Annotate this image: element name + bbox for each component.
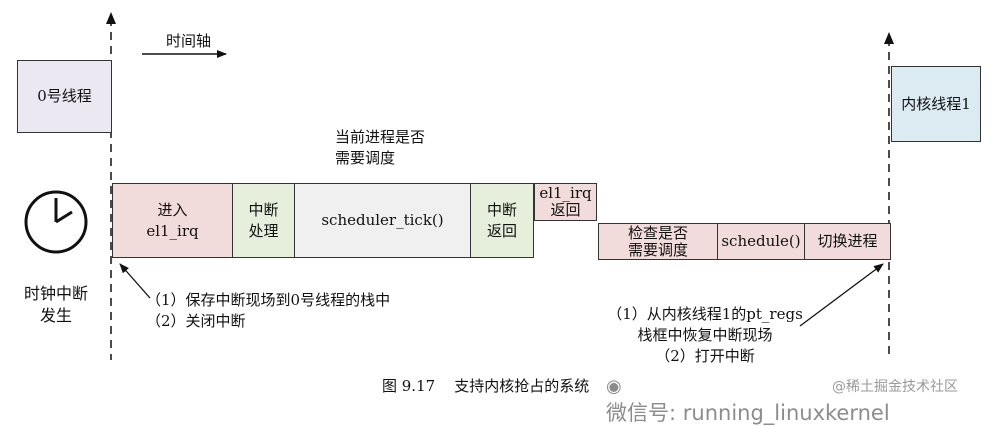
- right-note: （1）从内核线程1的pt_regs 栈框中恢复中断现场 （2）打开中断: [607, 305, 803, 365]
- handle-irq-box: 中断 处理: [232, 183, 295, 258]
- schedule-label: schedule(): [721, 232, 801, 250]
- check-schedule-label: 检查是否 需要调度: [627, 223, 688, 259]
- site-watermark: @稀土掘金技术社区: [832, 379, 958, 395]
- right-timeline-arrowhead: [884, 32, 894, 44]
- left-timeline-arrowhead: [106, 12, 116, 24]
- switch-process-box: 切换进程: [804, 223, 891, 260]
- time-axis-label: 时间轴: [166, 32, 212, 50]
- kernel-thread-box: 内核线程1: [891, 66, 981, 142]
- clock-interrupt-label: 时钟中断 发生: [23, 284, 88, 325]
- handle-irq-label: 中断 处理: [248, 200, 279, 240]
- irq-return-label: 中断 返回: [486, 200, 517, 240]
- left-note: （1）保存中断现场到0号线程的栈中 （2）关闭中断: [146, 291, 391, 330]
- check-schedule-box: 检查是否 需要调度: [598, 223, 718, 260]
- el1-irq-return-label: el1_irq 返回: [539, 184, 592, 219]
- right-note-arrow: [799, 263, 884, 327]
- el1-irq-return-box: el1_irq 返回: [534, 183, 597, 221]
- enter-irq-label: 进入 el1_irq: [146, 200, 199, 240]
- question-top: 当前进程是否 需要调度: [335, 128, 426, 167]
- switch-process-label: 切换进程: [817, 232, 878, 250]
- irq-return-box: 中断 返回: [470, 183, 534, 258]
- scheduler-tick-label: scheduler_tick(): [321, 211, 444, 229]
- kernel-thread-label: 内核线程1: [901, 94, 971, 113]
- schedule-box: schedule(): [717, 223, 805, 260]
- process0-box: 0号线程: [17, 60, 112, 133]
- figure-caption: 图 9.17 支持内核抢占的系统: [382, 377, 590, 395]
- process0-label: 0号线程: [37, 87, 92, 105]
- scheduler-tick-box: scheduler_tick(): [294, 183, 471, 258]
- clock-icon-face: [24, 190, 88, 254]
- left-note-arrow: [119, 263, 151, 299]
- wechat-watermark-text: 微信号: running_linuxkernel: [606, 401, 890, 425]
- enter-irq-box: 进入 el1_irq: [112, 183, 233, 258]
- wechat-icon: ◉: [606, 376, 622, 397]
